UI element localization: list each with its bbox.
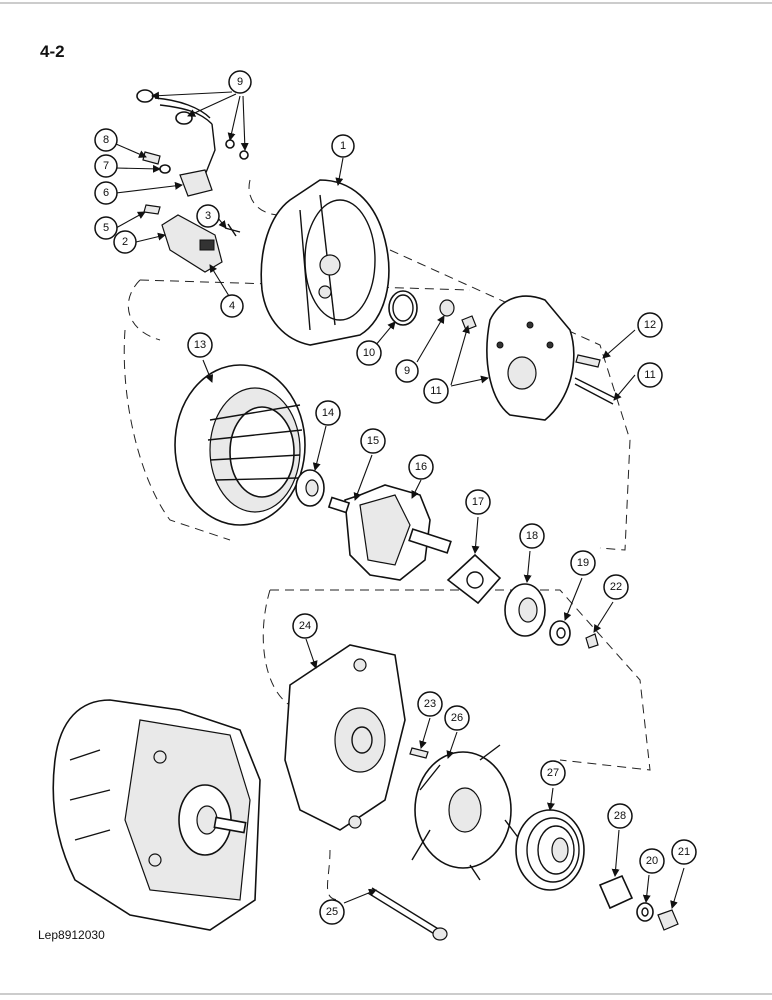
svg-text:7: 7 [103,160,109,172]
svg-text:14: 14 [322,407,334,419]
svg-text:15: 15 [367,435,379,447]
svg-text:6: 6 [103,187,109,199]
svg-text:2: 2 [122,236,128,248]
callout-9-lower: 9 [395,359,419,383]
drive-end-housing [284,644,406,831]
svg-text:3: 3 [205,210,211,222]
svg-text:17: 17 [472,496,484,508]
drawing-reference-code: Lep8912030 [38,928,105,942]
callout-7: 7 [94,154,118,178]
fan-screw [409,747,429,759]
callout-20: 20 [639,848,665,874]
sleeve-washer-nut [598,874,679,931]
stator [174,364,306,526]
svg-text:9: 9 [404,365,410,377]
callout-26: 26 [444,705,470,731]
callout-5: 5 [94,216,118,240]
callout-16: 16 [408,454,434,480]
callout-2: 2 [113,230,137,254]
assembled-alternator [52,699,261,931]
svg-text:1: 1 [340,140,346,152]
svg-text:8: 8 [103,134,109,146]
retainer-plate [446,553,502,605]
svg-text:28: 28 [614,810,626,822]
svg-text:10: 10 [363,347,375,359]
leader-lines [115,91,685,909]
rotor [327,484,452,581]
callout-25: 25 [319,899,345,925]
callout-9: 9 [228,70,252,94]
callout-13: 13 [187,332,213,358]
page-number: 4-2 [40,42,65,61]
o-ring-and-spacers [388,290,477,331]
callout-27: 27 [540,760,566,786]
callout-11-left: 11 [423,378,449,404]
svg-text:9: 9 [237,76,243,88]
callout-21: 21 [671,839,697,865]
svg-text:23: 23 [424,698,436,710]
svg-text:24: 24 [299,620,311,632]
svg-text:11: 11 [644,369,655,381]
callout-28: 28 [607,803,633,829]
callout-24: 24 [292,613,318,639]
svg-text:27: 27 [547,767,559,779]
callout-17: 17 [465,489,491,515]
bearing-large [504,583,546,637]
rectifier-end-plate [486,295,616,421]
callout-8: 8 [94,128,118,152]
svg-text:19: 19 [577,557,589,569]
pulley [515,809,585,891]
svg-text:16: 16 [415,461,427,473]
slip-ring-end-housing [260,179,390,346]
svg-text:22: 22 [610,581,622,593]
regulator-brush-holder [143,204,241,273]
svg-text:20: 20 [646,855,658,867]
cooling-fan [411,744,521,881]
svg-text:26: 26 [451,712,463,724]
screw-washer-plug [142,151,213,197]
svg-text:21: 21 [678,846,690,858]
callout-12: 12 [637,312,663,338]
callout-15: 15 [360,428,386,454]
svg-text:12: 12 [644,319,656,331]
svg-text:11: 11 [430,385,441,397]
callout-6: 6 [94,181,118,205]
svg-text:13: 13 [194,339,206,351]
callout-11-right: 11 [637,362,663,388]
callout-23: 23 [417,691,443,717]
callout-19: 19 [570,550,596,576]
bearing-small [295,469,325,507]
callout-1: 1 [331,134,355,158]
svg-text:18: 18 [526,530,538,542]
callout-18: 18 [519,523,545,549]
callout-3: 3 [196,204,220,228]
through-bolt [367,887,448,941]
callout-4: 4 [220,294,244,318]
svg-text:5: 5 [103,222,109,234]
callout-14: 14 [315,400,341,426]
svg-text:25: 25 [326,906,338,918]
callout-22: 22 [603,574,629,600]
spacer-and-key [549,620,599,649]
callout-10: 10 [356,340,382,366]
callout-labels: 9 8 7 6 5 3 2 4 1 10 9 11 12 11 13 14 15… [94,70,697,925]
svg-text:4: 4 [229,300,235,312]
